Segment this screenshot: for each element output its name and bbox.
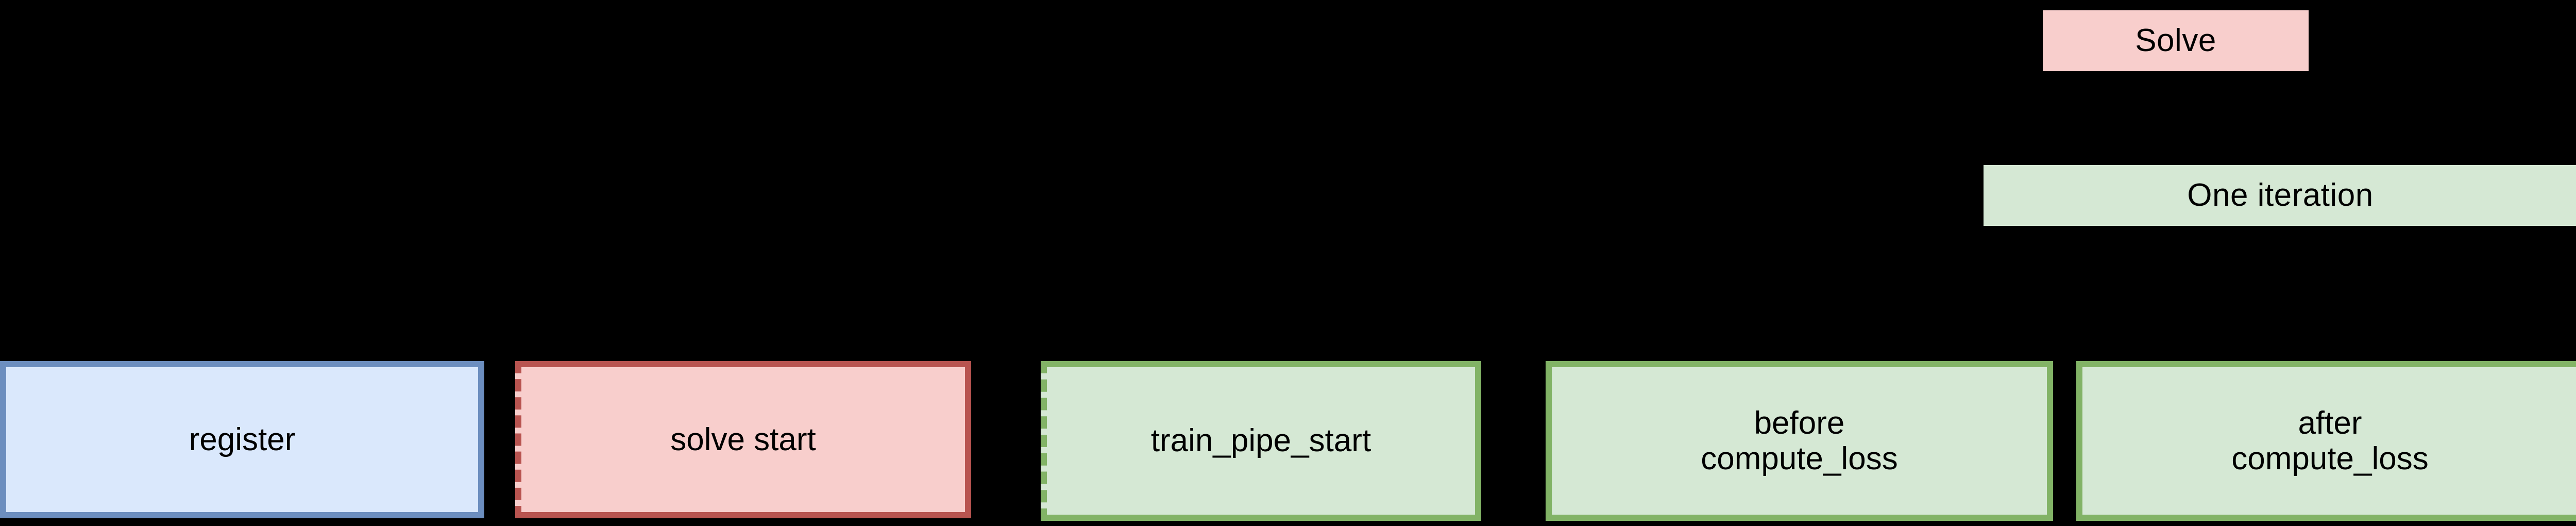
stage-label-line: train_pipe_start <box>1150 423 1371 459</box>
stage-label-line: register <box>189 421 296 457</box>
stage-box-solve-start[interactable]: solve start <box>515 361 971 518</box>
stage-box-after-compute-loss-label: after compute_loss <box>2231 405 2429 477</box>
stage-box-register-label: register <box>189 422 296 457</box>
stage-box-train-pipe-start-1[interactable]: train_pipe_start <box>1041 361 1481 521</box>
group-label-solve: Solve <box>2043 10 2309 71</box>
stage-label-line: compute_loss <box>1701 441 1898 476</box>
group-label-one-iteration: One iteration <box>1984 165 2576 226</box>
stage-box-train-pipe-start-1-label: train_pipe_start <box>1151 423 1371 458</box>
stage-label-line: after <box>2298 405 2362 441</box>
stage-label-line: compute_loss <box>2231 441 2429 476</box>
stage-label-line: solve start <box>670 421 816 457</box>
stage-box-before-compute-loss[interactable]: before compute_loss <box>1546 361 2053 521</box>
stage-box-before-compute-loss-label: before compute_loss <box>1701 405 1898 477</box>
group-label-one-iteration-text: One iteration <box>2187 177 2374 213</box>
stage-row: register solve start train_pipe_start be… <box>0 361 2576 521</box>
stage-box-after-compute-loss[interactable]: after compute_loss <box>2076 361 2576 521</box>
stage-label-line: before <box>1754 405 1845 441</box>
stage-box-solve-start-label: solve start <box>670 422 816 457</box>
group-label-solve-text: Solve <box>2135 23 2216 58</box>
stage-box-register[interactable]: register <box>0 361 484 518</box>
